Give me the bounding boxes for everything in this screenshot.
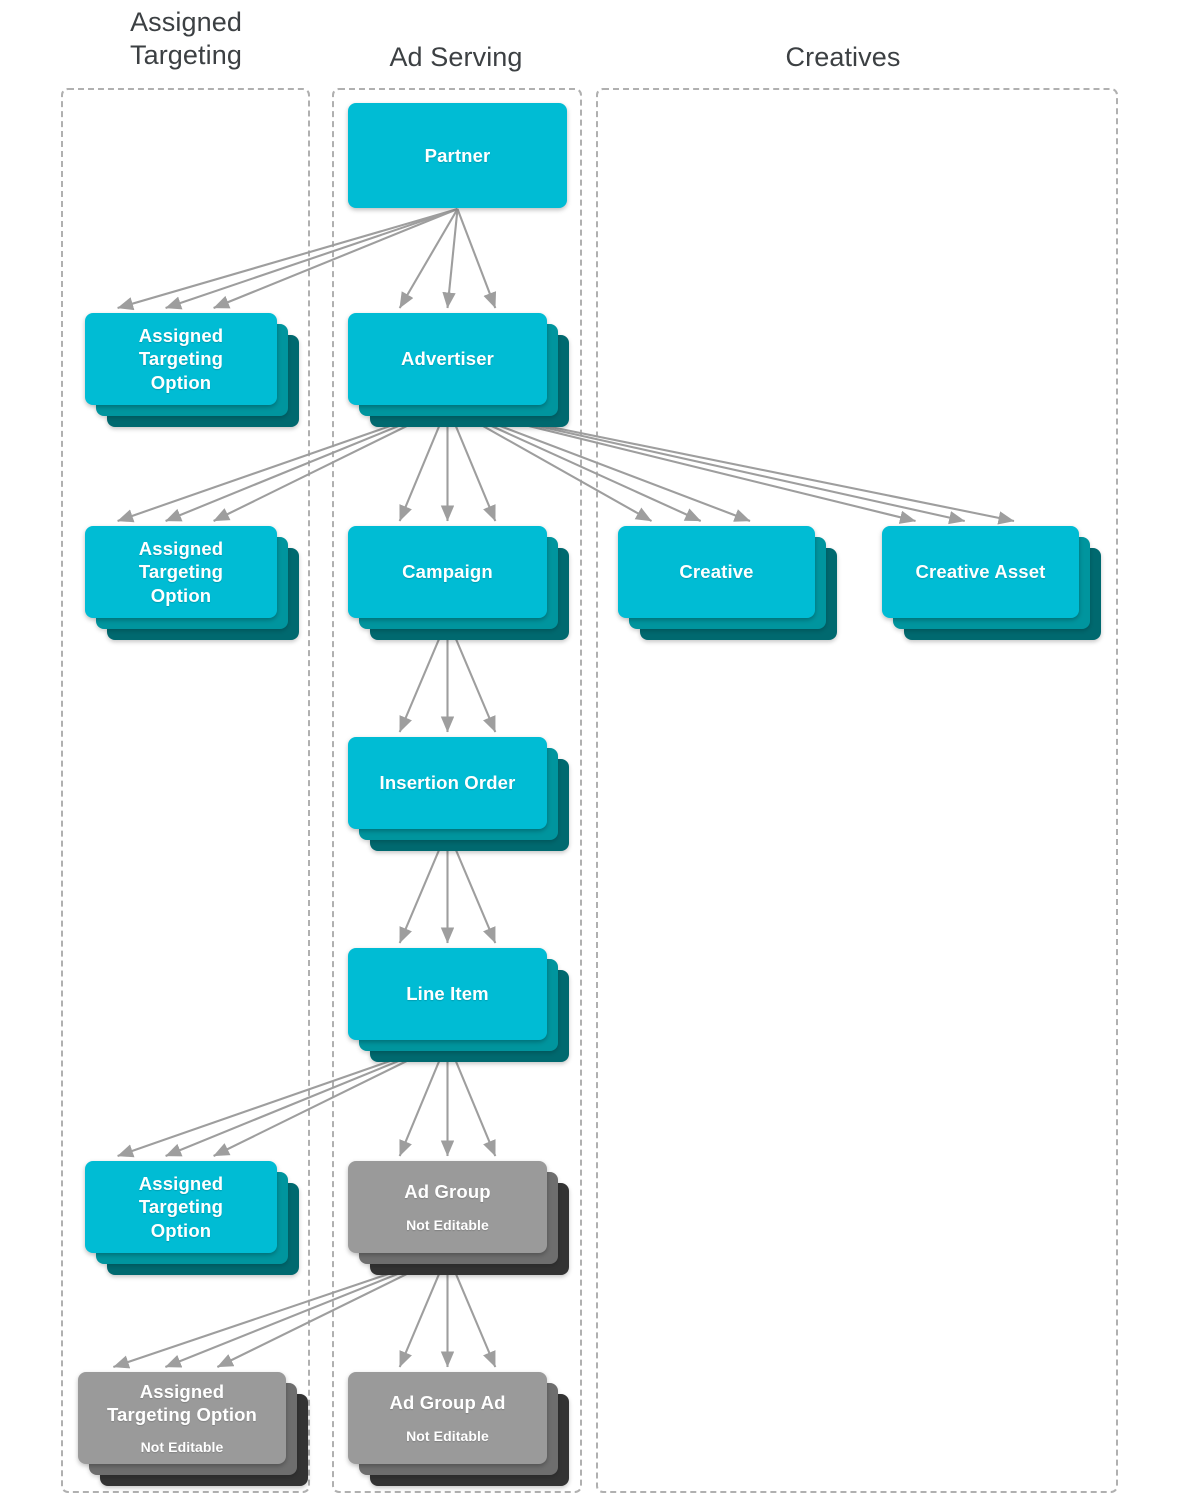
node-card-assigned-targeting-option-line-item[interactable]: Assigned Targeting Option <box>85 1161 277 1253</box>
node-label: Partner <box>424 144 491 166</box>
node-label: Assigned Targeting Option <box>138 538 224 606</box>
node-label: Creative Asset <box>915 561 1046 583</box>
node-editability-note: Not Editable <box>406 1216 489 1233</box>
node-label: Assigned Targeting Option <box>106 1380 258 1426</box>
swimlane-creatives <box>596 88 1118 1493</box>
node-campaign[interactable]: Campaign <box>348 526 569 640</box>
node-label: Creative <box>679 561 754 583</box>
node-label: Insertion Order <box>379 772 516 794</box>
node-partner[interactable]: Partner <box>348 103 567 208</box>
swimlane-ad-serving <box>332 88 582 1493</box>
node-editability-note: Not Editable <box>140 1439 224 1456</box>
node-label: Line Item <box>406 983 489 1005</box>
node-card-partner[interactable]: Partner <box>348 103 567 208</box>
node-card-advertiser[interactable]: Advertiser <box>348 313 547 405</box>
node-label: Assigned Targeting Option <box>138 325 224 393</box>
node-insertion-order[interactable]: Insertion Order <box>348 737 569 851</box>
title-assigned-targeting: Assigned Targeting <box>130 7 242 70</box>
node-card-insertion-order[interactable]: Insertion Order <box>348 737 547 829</box>
node-card-creative[interactable]: Creative <box>618 526 815 618</box>
node-card-campaign[interactable]: Campaign <box>348 526 547 618</box>
node-card-ad-group-ad[interactable]: Ad Group Ad Not Editable <box>348 1372 547 1464</box>
node-label: Ad Group Ad <box>389 1392 506 1414</box>
node-line-item[interactable]: Line Item <box>348 948 569 1062</box>
node-card-creative-asset[interactable]: Creative Asset <box>882 526 1079 618</box>
node-card-assigned-targeting-option-partner[interactable]: Assigned Targeting Option <box>85 313 277 405</box>
title-ad-serving: Ad Serving <box>389 42 523 72</box>
node-ad-group-ad[interactable]: Ad Group Ad Not Editable <box>348 1372 569 1486</box>
node-label: Assigned Targeting Option <box>138 1173 224 1241</box>
node-creative[interactable]: Creative <box>618 526 837 640</box>
node-label: Advertiser <box>400 348 494 370</box>
node-editability-note: Not Editable <box>406 1427 489 1444</box>
node-assigned-targeting-option-partner[interactable]: Assigned Targeting Option <box>85 313 299 427</box>
title-creatives: Creatives <box>785 42 901 72</box>
node-assigned-targeting-option-line-item[interactable]: Assigned Targeting Option <box>85 1161 299 1275</box>
node-advertiser[interactable]: Advertiser <box>348 313 569 427</box>
node-label: Campaign <box>402 561 493 583</box>
node-label: Ad Group <box>404 1181 491 1203</box>
swimlane-assigned-targeting <box>61 88 310 1493</box>
node-card-assigned-targeting-option-advertiser[interactable]: Assigned Targeting Option <box>85 526 277 618</box>
node-creative-asset[interactable]: Creative Asset <box>882 526 1101 640</box>
node-assigned-targeting-option-advertiser[interactable]: Assigned Targeting Option <box>85 526 299 640</box>
node-card-line-item[interactable]: Line Item <box>348 948 547 1040</box>
